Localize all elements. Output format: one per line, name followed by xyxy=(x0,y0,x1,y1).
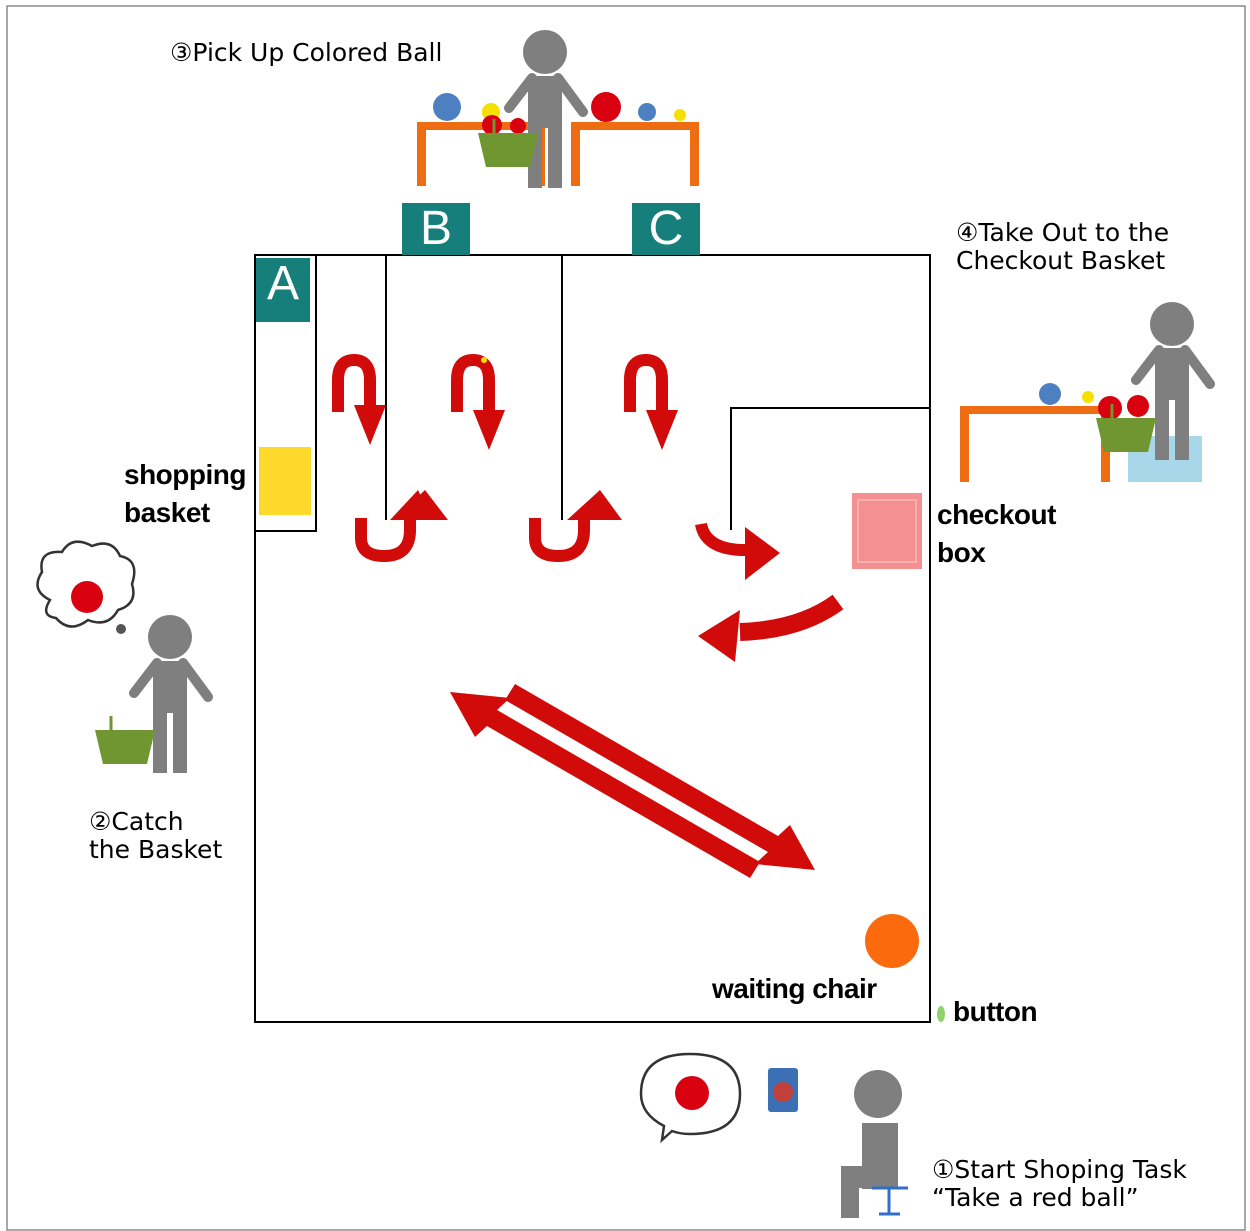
button-indicator xyxy=(937,1006,945,1022)
button-label: button xyxy=(953,996,1038,1027)
zone-a-alcove xyxy=(254,254,317,532)
button-device xyxy=(768,1068,798,1112)
waiting-chair-label: waiting chair xyxy=(712,973,877,1004)
u-turn-arrow-b xyxy=(451,353,495,412)
shelf-c xyxy=(571,122,699,186)
shopping-basket-label: shopping basket xyxy=(124,459,246,528)
seated-person xyxy=(841,1070,908,1218)
zone-a-tag: A xyxy=(256,258,310,322)
step-pick-up-label: ③Pick Up Colored Ball xyxy=(170,38,443,67)
u-turn-arrow-c xyxy=(624,353,668,412)
checkout-partition xyxy=(730,407,930,530)
step-catch-label: ②Catch the Basket xyxy=(89,807,223,864)
checkout-box xyxy=(852,493,922,569)
step-take-out-label: ④Take Out to the Checkout Basket xyxy=(956,218,1170,275)
step-start-label: ①Start Shoping Task “Take a red ball” xyxy=(932,1155,1187,1212)
diagonal-arrow-to-chair xyxy=(505,684,815,870)
thought-bubble xyxy=(36,540,136,634)
checkout-table xyxy=(960,406,1112,482)
red-ball xyxy=(591,92,621,122)
return-arrow-a xyxy=(355,515,416,563)
blue-ball xyxy=(433,93,461,121)
room-outline xyxy=(254,254,931,1023)
checkout-box-label: checkout box xyxy=(937,499,1056,568)
diagonal-arrow-to-area xyxy=(450,692,760,878)
shopping-basket-box xyxy=(259,447,311,515)
return-arrow-b xyxy=(529,515,590,563)
u-turn-arrow-a xyxy=(332,353,376,412)
curved-arrow-from-checkout xyxy=(739,594,844,641)
zone-c-tag: C xyxy=(632,203,700,255)
waiting-chair xyxy=(865,914,919,968)
figure-border xyxy=(6,5,1246,1231)
zone-b-tag: B xyxy=(402,203,470,255)
checkout-arrow-right xyxy=(695,522,748,556)
speech-bubble xyxy=(639,1052,742,1144)
